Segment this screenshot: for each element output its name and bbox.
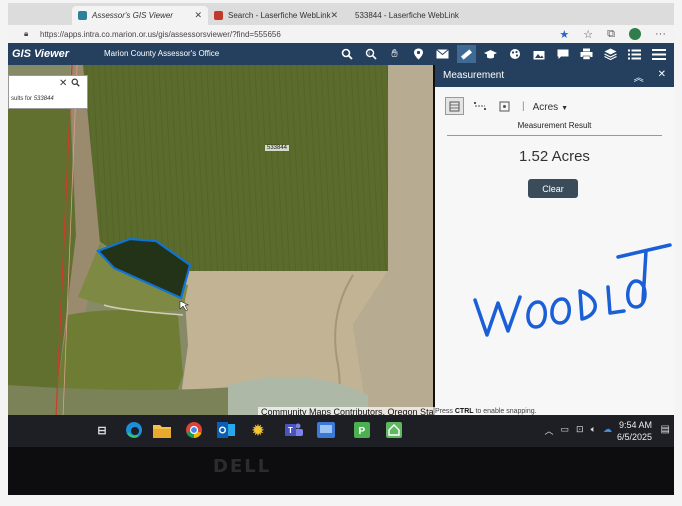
tab-title: Search - Laserfiche WebLink <box>228 11 331 20</box>
identify-icon[interactable]: i <box>361 45 380 63</box>
project-app-icon[interactable]: P <box>352 420 372 440</box>
system-tray: ︿ ▭ ⊡ 🔈︎ ☁︎ <box>545 424 612 437</box>
remote-desktop-icon[interactable] <box>316 420 336 440</box>
unit-dropdown[interactable]: Acres▼ <box>533 97 569 115</box>
chevron-up-icon[interactable]: ︿ <box>544 426 554 436</box>
chevron-down-icon: ▼ <box>561 105 569 112</box>
location-icon[interactable] <box>409 45 428 63</box>
more-options-icon[interactable]: ··· <box>655 28 666 40</box>
email-icon[interactable] <box>433 45 452 63</box>
panel-header: Measurement ︽ ✕ <box>435 65 674 87</box>
url-text: https://apps.intra.co.marion.or.us/gis/a… <box>40 29 281 39</box>
aerial-imagery <box>8 64 433 418</box>
results-prefix: sults for <box>11 96 33 102</box>
close-icon[interactable]: ✕ <box>194 10 202 20</box>
clear-button[interactable]: Clear <box>528 179 578 198</box>
profile-avatar-icon[interactable] <box>629 28 641 40</box>
dell-logo: DELL <box>213 456 272 477</box>
image-icon[interactable] <box>529 45 548 63</box>
distance-tool-icon[interactable] <box>470 97 489 115</box>
app-header: GIS Viewer Marion County Assessor's Offi… <box>8 43 674 65</box>
chrome-icon[interactable] <box>184 420 204 440</box>
svg-text:i: i <box>368 51 369 57</box>
map-view[interactable]: ✕ sults for 533844 533844 Community Maps… <box>8 64 437 418</box>
tab-title: 533844 - Laserfiche WebLink <box>355 11 459 20</box>
notifications-icon[interactable]: ▤ <box>660 424 670 435</box>
handwritten-annotation <box>473 243 672 337</box>
tab-laserfiche-doc[interactable]: 533844 - Laserfiche WebLink <box>344 6 459 25</box>
battery-icon[interactable]: ▭ <box>560 424 570 434</box>
print-icon[interactable] <box>577 45 596 63</box>
panel-title: Measurement <box>443 70 505 81</box>
gis-favicon-icon <box>78 11 87 20</box>
area-tool-icon[interactable] <box>445 97 464 115</box>
app-toolbar: i ✋︎ <box>337 45 668 63</box>
favorite-star-icon[interactable]: ★ <box>559 29 570 41</box>
search-results-text: sults for 533844 <box>11 96 54 102</box>
close-icon[interactable]: ✕ <box>330 10 338 20</box>
task-view-icon[interactable]: ⊟ <box>97 424 107 437</box>
browser-toolbar: ★ ☆ ⧉ ··· <box>559 28 666 41</box>
browser-tab-bar: Assessor's GIS Viewer ✕ Search - Laserfi… <box>8 3 674 25</box>
snap-suffix: to enable snapping. <box>475 408 537 415</box>
tab-title: Assessor's GIS Viewer <box>92 11 173 20</box>
tool-separator: | <box>522 100 525 112</box>
volume-icon[interactable]: 🔈︎ <box>590 424 596 434</box>
results-id: 533844 <box>33 96 54 102</box>
clock-date: 6/5/2025 <box>616 432 652 442</box>
unit-value: Acres <box>532 102 559 113</box>
measure-icon[interactable] <box>457 45 476 63</box>
office-name: Marion County Assessor's Office <box>104 49 220 58</box>
close-icon[interactable]: ✕ <box>59 78 68 89</box>
outlook-icon[interactable] <box>216 420 236 440</box>
select-icon[interactable]: ✋︎ <box>391 47 398 60</box>
close-icon[interactable]: ✕ <box>657 69 666 80</box>
search-icon[interactable] <box>71 78 80 89</box>
snapping-hint: Press CTRL to enable snapping. <box>435 408 537 415</box>
collapse-icon[interactable]: ︽ <box>633 73 644 84</box>
monitor-screen: Assessor's GIS Viewer ✕ Search - Laserfi… <box>8 3 674 495</box>
snap-key: CTRL <box>454 408 474 415</box>
tab-laserfiche-search[interactable]: Search - Laserfiche WebLink ✕ <box>208 6 344 25</box>
system-clock[interactable]: 9:54 AM 6/5/2025 <box>617 419 652 443</box>
search-icon[interactable] <box>337 45 356 63</box>
map-attribution: Community Maps Contributors, Oregon Sta <box>258 407 437 417</box>
menu-icon[interactable] <box>649 45 668 63</box>
stack-icon[interactable] <box>601 45 620 63</box>
monitor-bezel: DELL <box>8 447 674 495</box>
svg-text:P: P <box>359 426 366 437</box>
measurement-result-value: 1.52 Acres <box>519 148 590 165</box>
education-icon[interactable] <box>481 45 500 63</box>
edge-browser-icon[interactable] <box>124 420 144 440</box>
list-icon[interactable] <box>625 45 644 63</box>
onedrive-cloud-icon[interactable]: ☁︎ <box>603 424 612 434</box>
store-app-icon[interactable] <box>384 420 404 440</box>
weather-sun-icon[interactable]: ✹ <box>252 421 264 438</box>
parcel-label: 533844 <box>265 145 290 151</box>
favorites-icon[interactable]: ☆ <box>583 29 594 41</box>
measurement-panel: Measurement ︽ ✕ | Acres▼ Measurement Res… <box>435 65 674 415</box>
app-title: GIS Viewer <box>12 48 70 60</box>
lock-icon: 🔒︎ <box>24 29 29 38</box>
collections-icon[interactable]: ⧉ <box>607 28 615 40</box>
tab-gis-viewer[interactable]: Assessor's GIS Viewer ✕ <box>72 6 208 25</box>
search-results-box[interactable]: ✕ sults for 533844 <box>8 75 88 109</box>
file-explorer-icon[interactable] <box>152 420 172 440</box>
snap-prefix: Press <box>435 408 453 415</box>
location-tool-icon[interactable] <box>495 97 514 115</box>
network-icon[interactable]: ⊡ <box>576 424 584 434</box>
divider <box>447 135 662 136</box>
layers-color-icon[interactable] <box>505 45 524 63</box>
comment-icon[interactable] <box>553 45 572 63</box>
teams-icon[interactable]: T <box>284 420 304 440</box>
taskbar: ⊟ ✹ T P ︿ ▭ ⊡ 🔈︎ ☁︎ <box>8 415 674 447</box>
svg-text:T: T <box>288 426 293 435</box>
measurement-result-label: Measurement Result <box>517 121 592 130</box>
clock-time: 9:54 AM <box>618 420 652 430</box>
measurement-tools: | Acres▼ <box>445 97 568 115</box>
panel-controls: ︽ ✕ <box>634 69 666 84</box>
laserfiche-favicon-icon <box>214 11 223 20</box>
